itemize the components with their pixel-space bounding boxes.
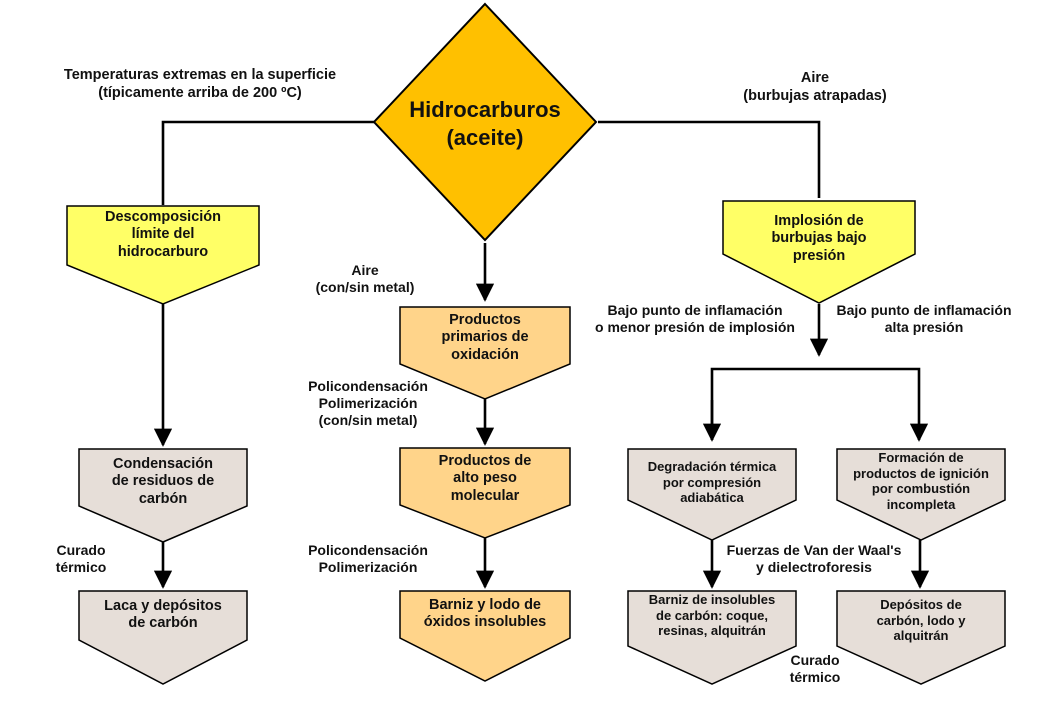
bajo-right-line2: alta presión	[884, 319, 964, 336]
label-temperaturas: Temperaturas extremas en la superficie (…	[44, 67, 356, 102]
label-policondensacion-1: Policondensación Polimerización (con/sin…	[296, 378, 440, 429]
depositos-line1: Depósitos de	[880, 597, 962, 612]
laca-text: Laca y depósitos de carbón	[78, 598, 248, 633]
alto-text: Productos de alto peso molecular	[399, 453, 571, 505]
primarios-line3: oxidación	[451, 346, 519, 363]
depositos-line3: alquitrán	[893, 628, 949, 644]
diamond-shape	[372, 2, 598, 242]
label-aire-top: Aire (burbujas atrapadas)	[725, 70, 905, 105]
alto-line3: molecular	[450, 487, 520, 504]
root-diamond: Hidrocarburos (aceite)	[372, 2, 598, 242]
bajo-right-line1: Bajo punto de inflamación	[836, 302, 1012, 318]
root-label: Hidrocarburos (aceite)	[372, 96, 598, 151]
descomp-line2: límite del	[131, 226, 195, 243]
curado-left-line2: térmico	[55, 559, 107, 576]
primarios-text: Productos primarios de oxidación	[399, 312, 571, 364]
label-aire-mid: Aire (con/sin metal)	[300, 262, 430, 296]
barniz-insol-text: Barniz de insolubles de carbón: coque, r…	[627, 592, 797, 639]
box-barniz-lodo: Barniz y lodo de óxidos insolubles	[399, 590, 571, 682]
laca-line1: Laca y depósitos	[104, 598, 222, 614]
label-bajo-left: Bajo punto de inflamación o menor presió…	[590, 302, 800, 336]
depositos-line2: carbón, lodo y	[876, 612, 966, 628]
barniz-lodo-line1: Barniz y lodo de	[429, 597, 541, 613]
degradacion-line3: adiabática	[680, 490, 744, 506]
label-curado-right: Curado térmico	[778, 652, 852, 686]
implosion-text: Implosión de burbujas bajo presión	[722, 213, 916, 265]
box-implosion: Implosión de burbujas bajo presión	[722, 200, 916, 304]
barniz-lodo-text: Barniz y lodo de óxidos insolubles	[399, 597, 571, 632]
laca-line2: de carbón	[128, 615, 198, 632]
connector-root-left	[161, 120, 375, 205]
poli1-line3: (con/sin metal)	[318, 412, 418, 429]
descomp-text: Descomposición límite del hidrocarburo	[66, 209, 260, 261]
box-productos-alto-peso: Productos de alto peso molecular	[399, 447, 571, 539]
connector-root-right	[598, 120, 821, 198]
condens-line2: de residuos de	[111, 473, 215, 490]
poli2-line1: Policondensación	[308, 542, 428, 558]
label-fuerzas: Fuerzas de Van der Waal's y dielectrofor…	[714, 542, 914, 576]
connector-split	[710, 367, 929, 442]
box-productos-primarios: Productos primarios de oxidación	[399, 306, 571, 400]
temp-line2: (típicamente arriba de 200 ºC)	[98, 84, 302, 101]
formacion-line1: Formación de	[878, 450, 964, 465]
condens-text: Condensación de residuos de carbón	[78, 456, 248, 508]
primarios-line1: Productos	[449, 312, 521, 328]
curado-right-line1: Curado	[790, 652, 840, 668]
implosion-line1: Implosión de	[774, 213, 864, 229]
barniz-insol-line1: Barniz de insolubles	[648, 592, 776, 607]
barniz-insol-line2: de carbón: coque,	[656, 607, 768, 623]
poli1-line1: Policondensación	[308, 378, 428, 394]
degradacion-text: Degradación térmica por compresión adiab…	[627, 459, 797, 506]
label-bajo-right: Bajo punto de inflamación alta presión	[826, 302, 1022, 336]
bajo-left-line2: o menor presión de implosión	[595, 319, 795, 336]
poli2-line2: Polimerización	[318, 559, 418, 576]
primarios-line2: primarios de	[441, 329, 529, 346]
degradacion-line1: Degradación térmica	[647, 459, 777, 474]
formacion-line4: incompleta	[886, 496, 956, 512]
implosion-line3: presión	[792, 247, 846, 264]
label-policondensacion-2: Policondensación Polimerización	[296, 542, 440, 576]
box-degradacion: Degradación térmica por compresión adiab…	[627, 448, 797, 541]
label-curado-left: Curado térmico	[44, 542, 118, 576]
aire-mid-line2: (con/sin metal)	[315, 279, 415, 296]
temp-line1: Temperaturas extremas en la superficie	[63, 67, 337, 83]
implosion-line2: burbujas bajo	[771, 230, 867, 247]
aire-mid-line1: Aire	[351, 262, 379, 278]
formacion-line2: productos de ignición	[853, 465, 989, 481]
box-condensacion: Condensación de residuos de carbón	[78, 448, 248, 543]
box-depositos: Depósitos de carbón, lodo y alquitrán	[836, 590, 1006, 685]
aire-top-line1: Aire	[800, 70, 830, 86]
condens-line3: carbón	[138, 490, 188, 507]
fuerzas-line2: y dielectroforesis	[756, 559, 872, 576]
alto-line1: Productos de	[438, 453, 532, 469]
curado-left-line1: Curado	[56, 542, 106, 558]
root-line2: (aceite)	[446, 124, 524, 150]
formacion-text: Formación de productos de ignición por c…	[836, 450, 1006, 512]
box-descomposicion: Descomposición límite del hidrocarburo	[66, 205, 260, 305]
degradacion-line2: por compresión	[662, 474, 762, 490]
condens-line1: Condensación	[113, 456, 213, 472]
box-laca: Laca y depósitos de carbón	[78, 590, 248, 685]
fuerzas-line1: Fuerzas de Van der Waal's	[726, 542, 902, 558]
depositos-text: Depósitos de carbón, lodo y alquitrán	[836, 597, 1006, 644]
box-formacion: Formación de productos de ignición por c…	[836, 448, 1006, 541]
poli1-line2: Polimerización	[318, 395, 418, 412]
formacion-line3: por combustión	[871, 481, 971, 497]
descomp-line1: Descomposición	[104, 209, 222, 225]
curado-right-line2: térmico	[789, 669, 841, 686]
box-barniz-insolubles: Barniz de insolubles de carbón: coque, r…	[627, 590, 797, 685]
descomp-line3: hidrocarburo	[117, 243, 209, 260]
bajo-left-line1: Bajo punto de inflamación	[607, 302, 783, 318]
aire-top-line2: (burbujas atrapadas)	[743, 87, 887, 104]
alto-line2: alto peso	[453, 470, 517, 487]
barniz-lodo-line2: óxidos insolubles	[423, 614, 547, 631]
barniz-insol-line3: resinas, alquitrán	[658, 623, 766, 639]
root-line1: Hidrocarburos	[409, 97, 561, 122]
